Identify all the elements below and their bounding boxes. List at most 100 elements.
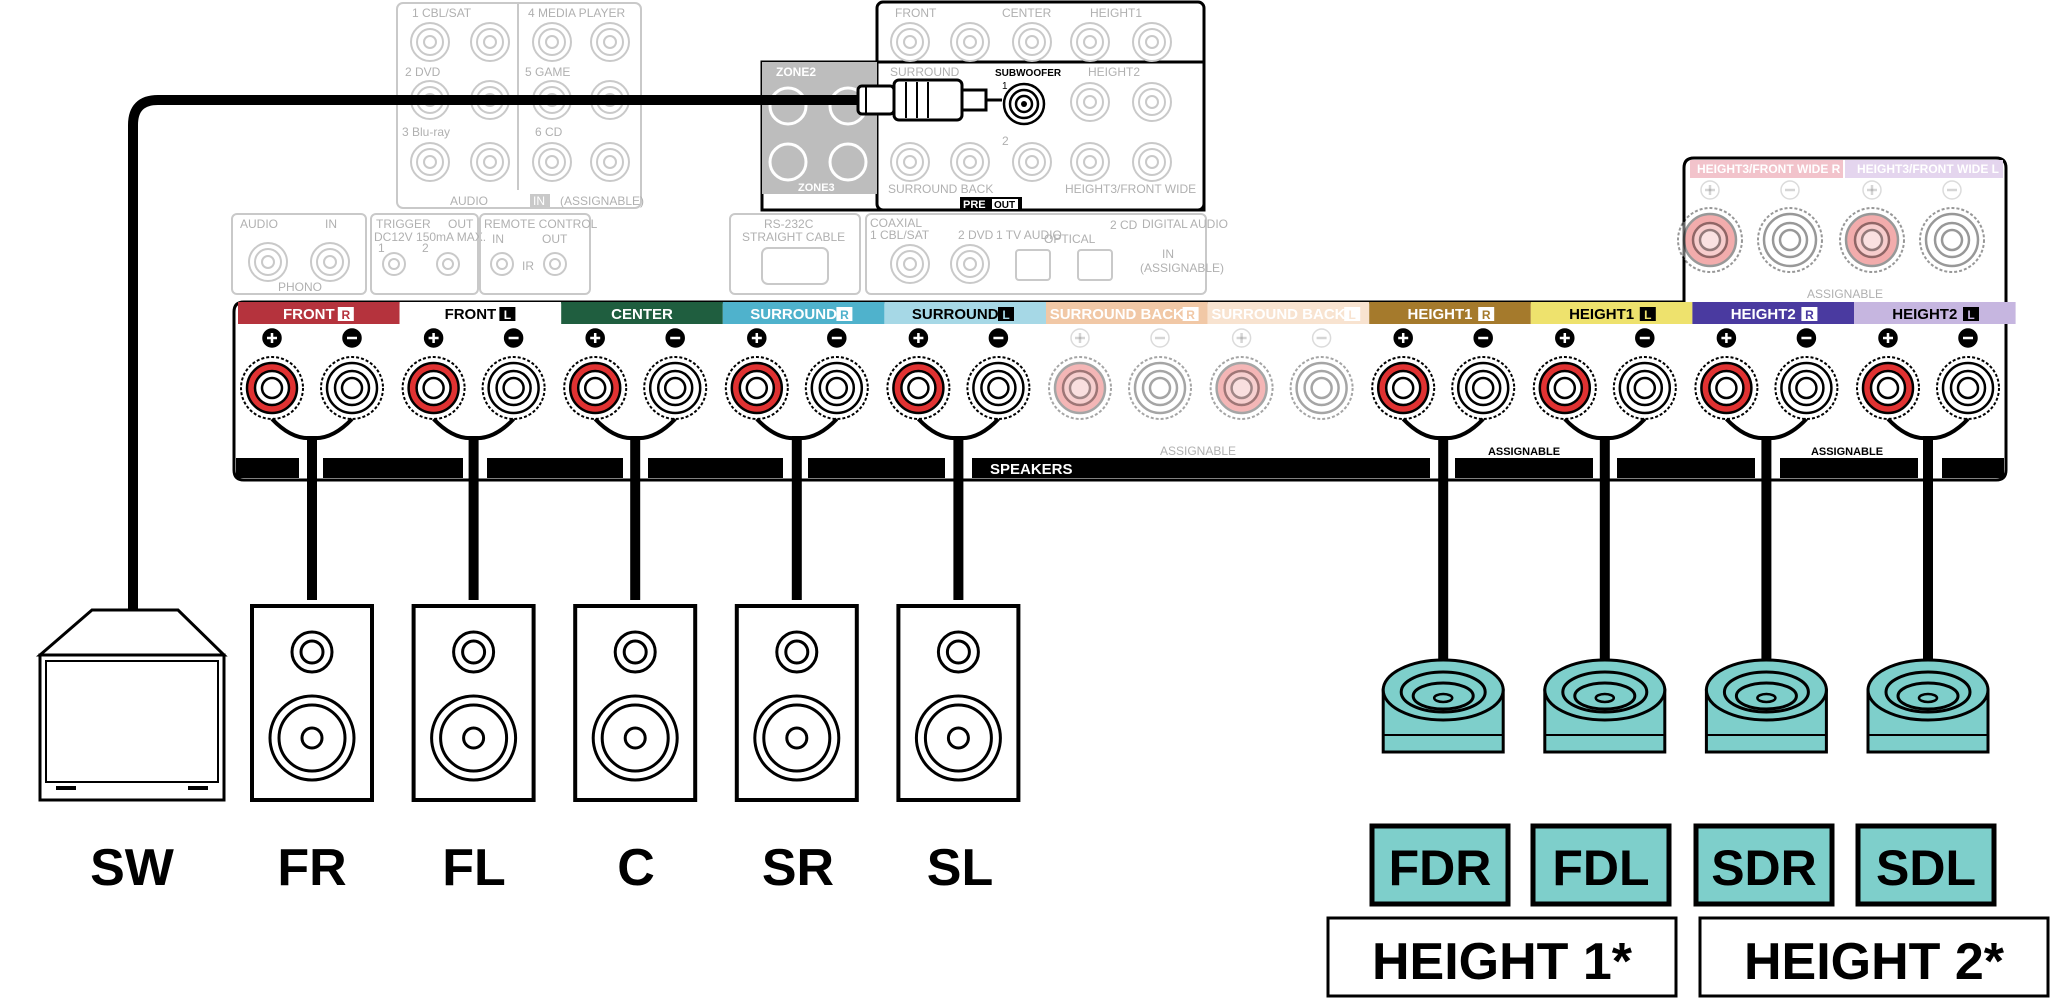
height-speaker-fdl (1543, 658, 1667, 754)
svg-text:HEIGHT3/FRONT WIDE L: HEIGHT3/FRONT WIDE L (1857, 162, 1999, 176)
optical-label: OPTICAL (1044, 232, 1096, 246)
svg-text:SURROUND BACK: SURROUND BACK (888, 182, 993, 196)
terminal-label-6: SURROUND BACK L (1207, 302, 1370, 324)
svg-text:SUBWOOFER: SUBWOOFER (995, 68, 1062, 79)
speaker-label-sr: SR (762, 839, 834, 897)
speaker-terminal-8[interactable] (1532, 328, 1677, 441)
svg-text:ASSIGNABLE: ASSIGNABLE (1160, 444, 1236, 458)
svg-text:L: L (504, 308, 511, 322)
subwoofer (35, 608, 228, 802)
audio-in-badge: IN (533, 194, 545, 208)
svg-text:2 CD: 2 CD (1110, 218, 1138, 232)
svg-text:3 Blu-ray: 3 Blu-ray (402, 125, 450, 139)
svg-text:SURROUND: SURROUND (750, 306, 837, 323)
svg-text:IN: IN (492, 232, 504, 246)
svg-text:HEIGHT1: HEIGHT1 (1407, 306, 1472, 323)
svg-text:FRONT: FRONT (283, 306, 335, 323)
floor-speaker-sl (896, 604, 1021, 802)
svg-text:ZONE2: ZONE2 (776, 65, 816, 79)
speaker-cables (307, 436, 1933, 665)
svg-text:2: 2 (422, 241, 429, 255)
group-label-height2: HEIGHT 2* (1744, 933, 2005, 991)
height-speakers (1381, 658, 1990, 754)
svg-text:SURROUND BACK: SURROUND BACK (1211, 306, 1345, 323)
svg-text:TRIGGER: TRIGGER (376, 217, 431, 231)
svg-text:AUDIO: AUDIO (450, 194, 488, 208)
phono-audio-label: AUDIO (240, 217, 278, 231)
svg-text:FRONT: FRONT (445, 306, 497, 323)
preout-center-label: CENTER (1002, 6, 1052, 20)
remote-control-label: REMOTE CONTROL (484, 217, 598, 231)
svg-text:ASSIGNABLE: ASSIGNABLE (1807, 287, 1883, 301)
speaker-terminal-0[interactable] (240, 328, 384, 441)
svg-text:ASSIGNABLE: ASSIGNABLE (1488, 446, 1560, 458)
svg-text:R: R (1482, 308, 1491, 322)
assignable-label-sb: ASSIGNABLE (1160, 444, 1236, 458)
rs232c-sub-label: STRAIGHT CABLE (742, 230, 845, 244)
audio-in-label-1: 1 CBL/SAT (412, 6, 472, 20)
terminal-label-7: HEIGHT1 R (1369, 302, 1531, 324)
height-speaker-fdr (1381, 658, 1505, 754)
svg-text:IN: IN (1162, 247, 1174, 261)
svg-text:AUDIO: AUDIO (240, 217, 278, 231)
preout-height1-label: HEIGHT1 (1090, 6, 1142, 20)
svg-text:(ASSIGNABLE): (ASSIGNABLE) (560, 194, 644, 208)
audio-in-label-6: 6 CD (535, 125, 563, 139)
remote-out-label: OUT (542, 232, 568, 246)
preout-subwoofer-label: SUBWOOFER (995, 68, 1062, 79)
preout-sub1-label: 1 (1002, 81, 1008, 92)
assignable-top-label: ASSIGNABLE (1807, 287, 1883, 301)
svg-text:OPTICAL: OPTICAL (1044, 232, 1096, 246)
svg-text:2: 2 (1002, 134, 1009, 148)
svg-text:SURROUND: SURROUND (912, 306, 999, 323)
preout-sub2-label: 2 (1002, 134, 1009, 148)
svg-text:R: R (1186, 308, 1195, 322)
speaker-terminal-7[interactable] (1371, 328, 1516, 441)
floor-speakers (250, 604, 1021, 802)
svg-text:SURROUND: SURROUND (890, 65, 960, 79)
misc-input-panels: AUDIO IN PHONO TRIGGER OUT DC12V 150mA M… (231, 213, 1228, 295)
speaker-label-fdr: FDR (1389, 840, 1492, 896)
svg-text:SPEAKERS: SPEAKERS (990, 461, 1073, 478)
floor-speaker-fr (250, 604, 374, 802)
svg-text:1 TV AUDIO: 1 TV AUDIO (996, 228, 1062, 242)
svg-text:DC12V 150mA MAX.: DC12V 150mA MAX. (374, 230, 486, 244)
speaker-terminal-10[interactable] (1856, 328, 2000, 441)
svg-text:HEIGHT1: HEIGHT1 (1090, 6, 1142, 20)
height-speaker-sdr (1704, 658, 1828, 754)
terminal-label-2: CENTER (561, 302, 723, 324)
speaker-terminal-5[interactable] (1048, 328, 1192, 420)
speaker-terminal-panel: HEIGHT3/FRONT WIDE R HEIGHT3/FRONT WIDE … (232, 156, 2016, 482)
svg-text:PHONO: PHONO (278, 280, 322, 294)
svg-text:(ASSIGNABLE): (ASSIGNABLE) (1140, 261, 1224, 275)
svg-text:IR: IR (522, 259, 534, 273)
svg-text:1: 1 (1002, 81, 1008, 92)
subwoofer-jack-icon (1002, 82, 1046, 126)
terminal-label-0: FRONT R (238, 302, 400, 324)
speaker-terminal-2[interactable] (563, 328, 708, 441)
svg-text:1 CBL/SAT: 1 CBL/SAT (870, 228, 930, 242)
svg-text:R: R (840, 308, 849, 322)
speaker-terminal-1[interactable] (401, 328, 546, 441)
zone3-label: ZONE3 (798, 182, 835, 194)
speaker-terminal-9[interactable] (1694, 328, 1839, 441)
speaker-label-fr: FR (277, 839, 346, 897)
trigger-label: TRIGGER (376, 217, 431, 231)
pre-label: PRE (963, 199, 986, 211)
height3-fw-l-label: HEIGHT3/FRONT WIDE L (1857, 162, 1999, 176)
svg-text:R: R (341, 308, 350, 322)
svg-text:HEIGHT2: HEIGHT2 (1088, 65, 1140, 79)
svg-text:IN: IN (325, 217, 337, 231)
svg-text:CENTER: CENTER (1002, 6, 1052, 20)
speaker-terminal-6[interactable] (1209, 328, 1354, 420)
svg-text:HEIGHT3/FRONT WIDE R: HEIGHT3/FRONT WIDE R (1697, 162, 1841, 176)
terminal-row (240, 328, 2000, 441)
svg-text:L: L (1349, 308, 1356, 322)
assignable-label-h2: ASSIGNABLE (1811, 446, 1883, 458)
speaker-label-fl: FL (442, 839, 506, 897)
speaker-terminal-3[interactable] (724, 328, 869, 441)
svg-text:OUT: OUT (542, 232, 568, 246)
